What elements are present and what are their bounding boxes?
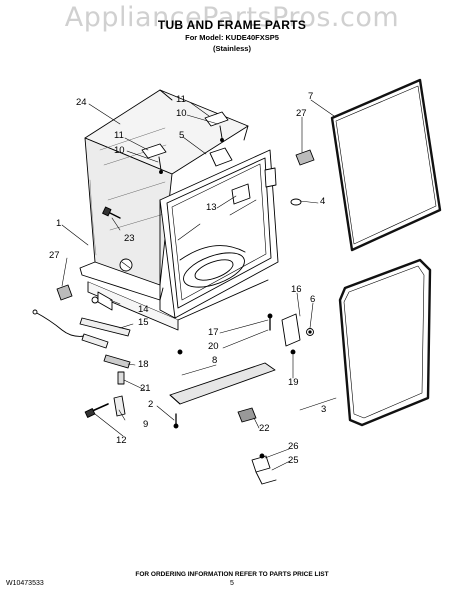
clip-4 xyxy=(290,198,302,206)
nut-6 xyxy=(306,328,314,336)
callout-15: 15 xyxy=(138,317,149,328)
callout-16: 17 xyxy=(208,327,219,338)
callout-11-upper: 11 xyxy=(176,94,186,105)
screw-20 xyxy=(177,349,183,355)
callout-26: 26 xyxy=(288,441,299,452)
callout-20: 20 xyxy=(208,341,219,352)
callout-6: 6 xyxy=(310,294,316,305)
callout-11-lower: 11 xyxy=(114,130,124,141)
toe-panel-8 xyxy=(169,362,276,405)
part-22-bracket xyxy=(237,407,257,423)
model-variant: (Stainless) xyxy=(213,44,251,53)
callout-5: 5 xyxy=(179,130,185,141)
page-title: TUB AND FRAME PARTS xyxy=(157,18,307,32)
callout-8: 8 xyxy=(212,355,218,366)
screw-23 xyxy=(102,206,121,219)
callout-9: 9 xyxy=(143,419,149,430)
callout-21: 21 xyxy=(140,383,151,394)
callout-2: 2 xyxy=(148,399,154,410)
leg-21 xyxy=(117,371,125,385)
callout-22: 22 xyxy=(259,423,270,434)
foot-bracket-9 xyxy=(113,395,126,417)
door-gasket-side xyxy=(330,78,442,252)
callout-10-upper: 10 xyxy=(176,108,187,119)
document-number: W10473533 xyxy=(6,580,44,587)
callout-23: 23 xyxy=(124,233,135,244)
callout-1: 1 xyxy=(56,218,62,229)
callout-12: 12 xyxy=(116,435,127,446)
door-gasket-bottom xyxy=(338,258,432,427)
tub-body xyxy=(79,89,249,301)
watermark: AppliancePartsPros.com xyxy=(64,2,400,33)
callout-13: 13 xyxy=(206,202,217,213)
callout-27-lower: 27 xyxy=(49,250,60,261)
base-frame xyxy=(87,279,269,331)
rail-14-15 xyxy=(79,296,131,349)
page-number: 5 xyxy=(230,580,234,587)
callout-3: 3 xyxy=(321,404,327,415)
clip-26-25 xyxy=(251,453,277,485)
callout-10-lower: 10 xyxy=(114,145,125,156)
callout-7: 7 xyxy=(308,91,314,102)
mounting-bracket-top-right xyxy=(204,111,229,142)
callout-4: 4 xyxy=(320,196,326,207)
clip-27-upper xyxy=(295,149,315,166)
callout-leader-lines xyxy=(61,99,337,471)
callout-24: 24 xyxy=(76,97,87,108)
screw-2 xyxy=(173,413,179,429)
leveling-leg-18 xyxy=(103,354,131,369)
model-number: For Model: KUDE40FXSP5 xyxy=(185,33,279,42)
ordering-info: FOR ORDERING INFORMATION REFER TO PARTS … xyxy=(135,571,329,578)
bracket-17 xyxy=(281,313,301,347)
callout-18: 18 xyxy=(138,359,149,370)
mounting-bracket-top-left xyxy=(141,143,167,174)
callout-14: 14 xyxy=(138,304,149,315)
wire-harness xyxy=(32,309,86,337)
callout-25: 25 xyxy=(288,455,299,466)
callout-19: 19 xyxy=(288,377,299,388)
clip-27-lower xyxy=(56,284,73,301)
tub-front-frame xyxy=(159,147,279,319)
callout-27-upper: 27 xyxy=(296,108,307,119)
screw-19 xyxy=(290,349,296,355)
callout-17: 16 xyxy=(291,284,302,295)
screw-12 xyxy=(84,403,109,418)
screw-16 xyxy=(267,313,273,331)
